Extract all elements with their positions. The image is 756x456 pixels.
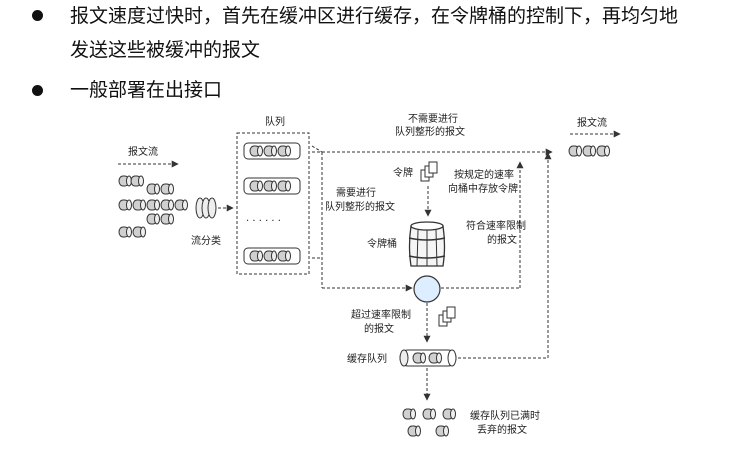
bucket-label: 令牌桶 <box>367 237 397 250</box>
conform-label-1: 符合速率限制 <box>466 219 526 232</box>
queue-1 <box>243 142 301 160</box>
token-bucket-icon <box>408 221 446 267</box>
no-shaping-tick <box>311 145 323 153</box>
exceed-label-2: 的报文 <box>364 322 394 335</box>
buffer-queue-label: 缓存队列 <box>347 352 387 365</box>
queue-dots: · · · · · · <box>246 216 281 227</box>
need-shaping-label-1: 需要进行 <box>336 186 376 199</box>
no-shaping-label-2: 队列整形的报文 <box>395 125 465 138</box>
bullet-2-line-1: 一般部署在出接口 <box>70 79 223 101</box>
token-rate-label-2: 向桶中存放令牌 <box>448 182 518 195</box>
exceed-label-1: 超过速率限制 <box>351 308 411 321</box>
token-label: 令牌 <box>393 166 413 179</box>
meter-circle <box>413 275 441 303</box>
discarded-packets <box>402 408 456 437</box>
output-packets <box>568 145 610 157</box>
input-flow-label: 报文流 <box>128 145 158 158</box>
queue-2 <box>243 177 301 195</box>
queue-label: 队列 <box>265 115 285 128</box>
queue-3 <box>243 247 301 265</box>
queue-box <box>236 132 310 275</box>
bullet-1-line-1: 报文速度过快时，首先在缓冲区进行缓存，在令牌桶的控制下，再均匀地 <box>70 5 679 27</box>
discard-label-1: 缓存队列已满时 <box>470 409 540 422</box>
classifier-icon <box>195 197 217 219</box>
token-icon <box>420 161 438 182</box>
discard-label-2: 丢弃的报文 <box>477 423 527 436</box>
bullet-1-line-2: 发送这些被缓冲的报文 <box>70 39 261 61</box>
token-icon-2 <box>438 306 456 327</box>
output-flow-label: 报文流 <box>577 116 607 129</box>
conform-label-2: 的报文 <box>487 233 517 246</box>
input-packets <box>118 175 188 238</box>
need-shaping-label-2: 队列整形的报文 <box>325 200 395 213</box>
token-rate-label-1: 按规定的速率 <box>454 168 514 181</box>
bullet-dot-2 <box>32 85 43 96</box>
classify-label: 流分类 <box>191 234 221 247</box>
no-shaping-label-1: 不需要进行 <box>408 112 458 125</box>
buffer-queue <box>399 349 457 367</box>
bullet-dot-1 <box>32 10 43 21</box>
